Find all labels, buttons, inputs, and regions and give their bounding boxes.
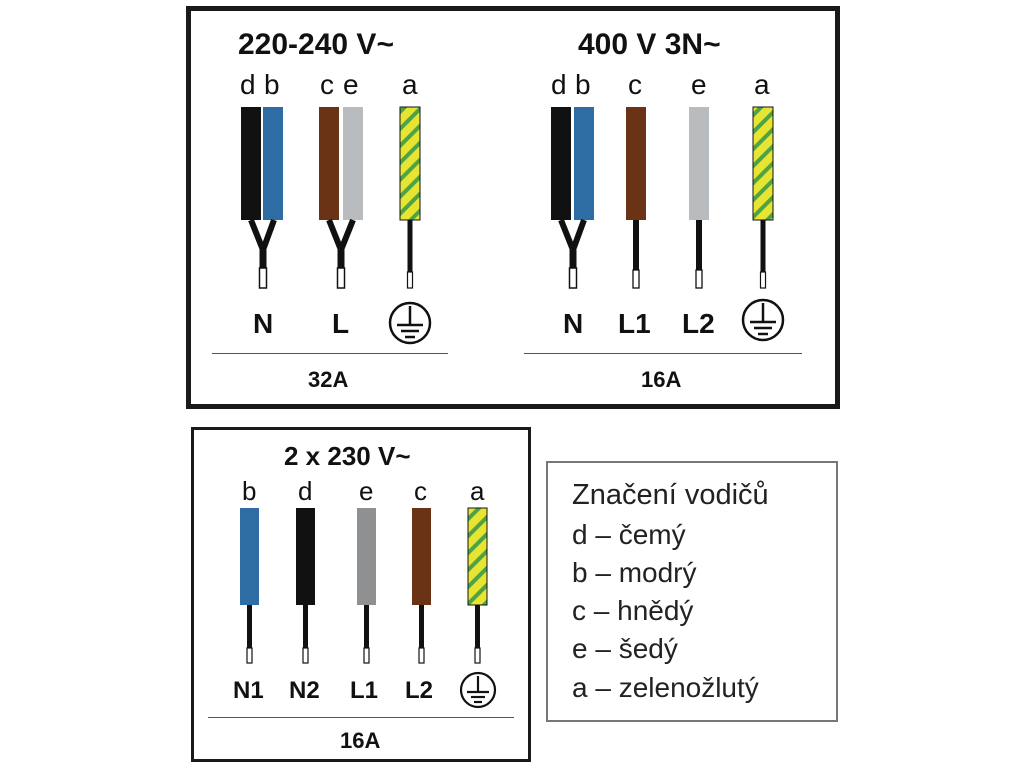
voltage-label-220-240: 220-240 V~ — [238, 28, 394, 61]
wire-letter-e: e — [691, 69, 707, 100]
wire-letter-a: a — [402, 69, 418, 100]
wire-b-blue — [574, 107, 594, 220]
wire-a-earth — [467, 507, 488, 606]
legend-item-d: d – čemý — [572, 519, 686, 550]
panel-single-phase-and-three-phase — [186, 6, 840, 409]
current-rating-16a: 16A — [340, 728, 381, 753]
wire-c-brown — [626, 107, 646, 220]
terminal-n: N — [563, 308, 584, 339]
divider-220-240 — [212, 353, 448, 354]
earth-symbol-icon — [388, 301, 432, 345]
wire-letter-a: a — [470, 476, 485, 506]
wire-letter-a: a — [754, 69, 770, 100]
wire-letter-e: e — [359, 476, 374, 506]
terminal-l: L — [332, 308, 350, 339]
divider-2x230 — [208, 717, 514, 718]
wire-b-blue — [240, 508, 259, 605]
wire-c-brown — [412, 508, 431, 605]
wire-join-l — [326, 218, 356, 259]
earth-symbol-icon — [741, 298, 785, 342]
config-400-wires — [551, 106, 785, 342]
wire-letter-b: b — [242, 476, 257, 506]
wire-join-n — [558, 218, 587, 259]
wire-d-black — [551, 107, 571, 220]
current-rating-16a: 16A — [641, 367, 682, 392]
earth-symbol-icon — [459, 671, 497, 709]
wire-letter-d: d — [298, 476, 313, 506]
wire-c-brown — [319, 107, 339, 220]
terminal-n: N — [253, 308, 274, 339]
wire-letter-c: c — [628, 69, 642, 100]
wire-letter-d: d — [240, 69, 256, 100]
wire-letter-c: c — [414, 476, 427, 506]
config-220-240-wires — [241, 106, 432, 345]
legend-title: Značení vodičů — [572, 479, 769, 511]
wire-a-earth — [752, 106, 774, 221]
wire-letter-d: d — [551, 69, 567, 100]
terminal-l2: L2 — [405, 677, 434, 704]
wire-e-grey — [689, 107, 709, 220]
terminal-n2: N2 — [289, 677, 320, 704]
voltage-label-2x230: 2 x 230 V~ — [284, 441, 411, 471]
terminal-l2: L2 — [682, 308, 715, 339]
wire-letter-b: b — [264, 69, 280, 100]
wire-letter-e: e — [343, 69, 359, 100]
legend-item-a: a – zelenožlutý — [572, 672, 759, 703]
legend-item-b: b – modrý — [572, 557, 697, 588]
voltage-label-400: 400 V 3N~ — [578, 28, 721, 61]
wire-letter-b: b — [575, 69, 591, 100]
terminal-l1: L1 — [350, 677, 379, 704]
wire-e-grey — [357, 508, 376, 605]
wire-join-n — [248, 218, 277, 259]
divider-400 — [524, 353, 802, 354]
config-2x230-wires — [240, 507, 497, 709]
terminal-n1: N1 — [233, 677, 264, 704]
legend-item-c: c – hnědý — [572, 595, 694, 626]
wire-a-earth — [399, 106, 421, 221]
panel-two-phase — [191, 427, 531, 762]
wire-d-black — [296, 508, 315, 605]
wire-d-black — [241, 107, 261, 220]
wire-e-grey — [343, 107, 363, 220]
terminal-l1: L1 — [618, 308, 651, 339]
current-rating-32a: 32A — [308, 367, 349, 392]
wire-letter-c: c — [320, 69, 334, 100]
legend-box — [546, 461, 838, 722]
wire-b-blue — [263, 107, 283, 220]
legend-item-e: e – šedý — [572, 633, 678, 664]
